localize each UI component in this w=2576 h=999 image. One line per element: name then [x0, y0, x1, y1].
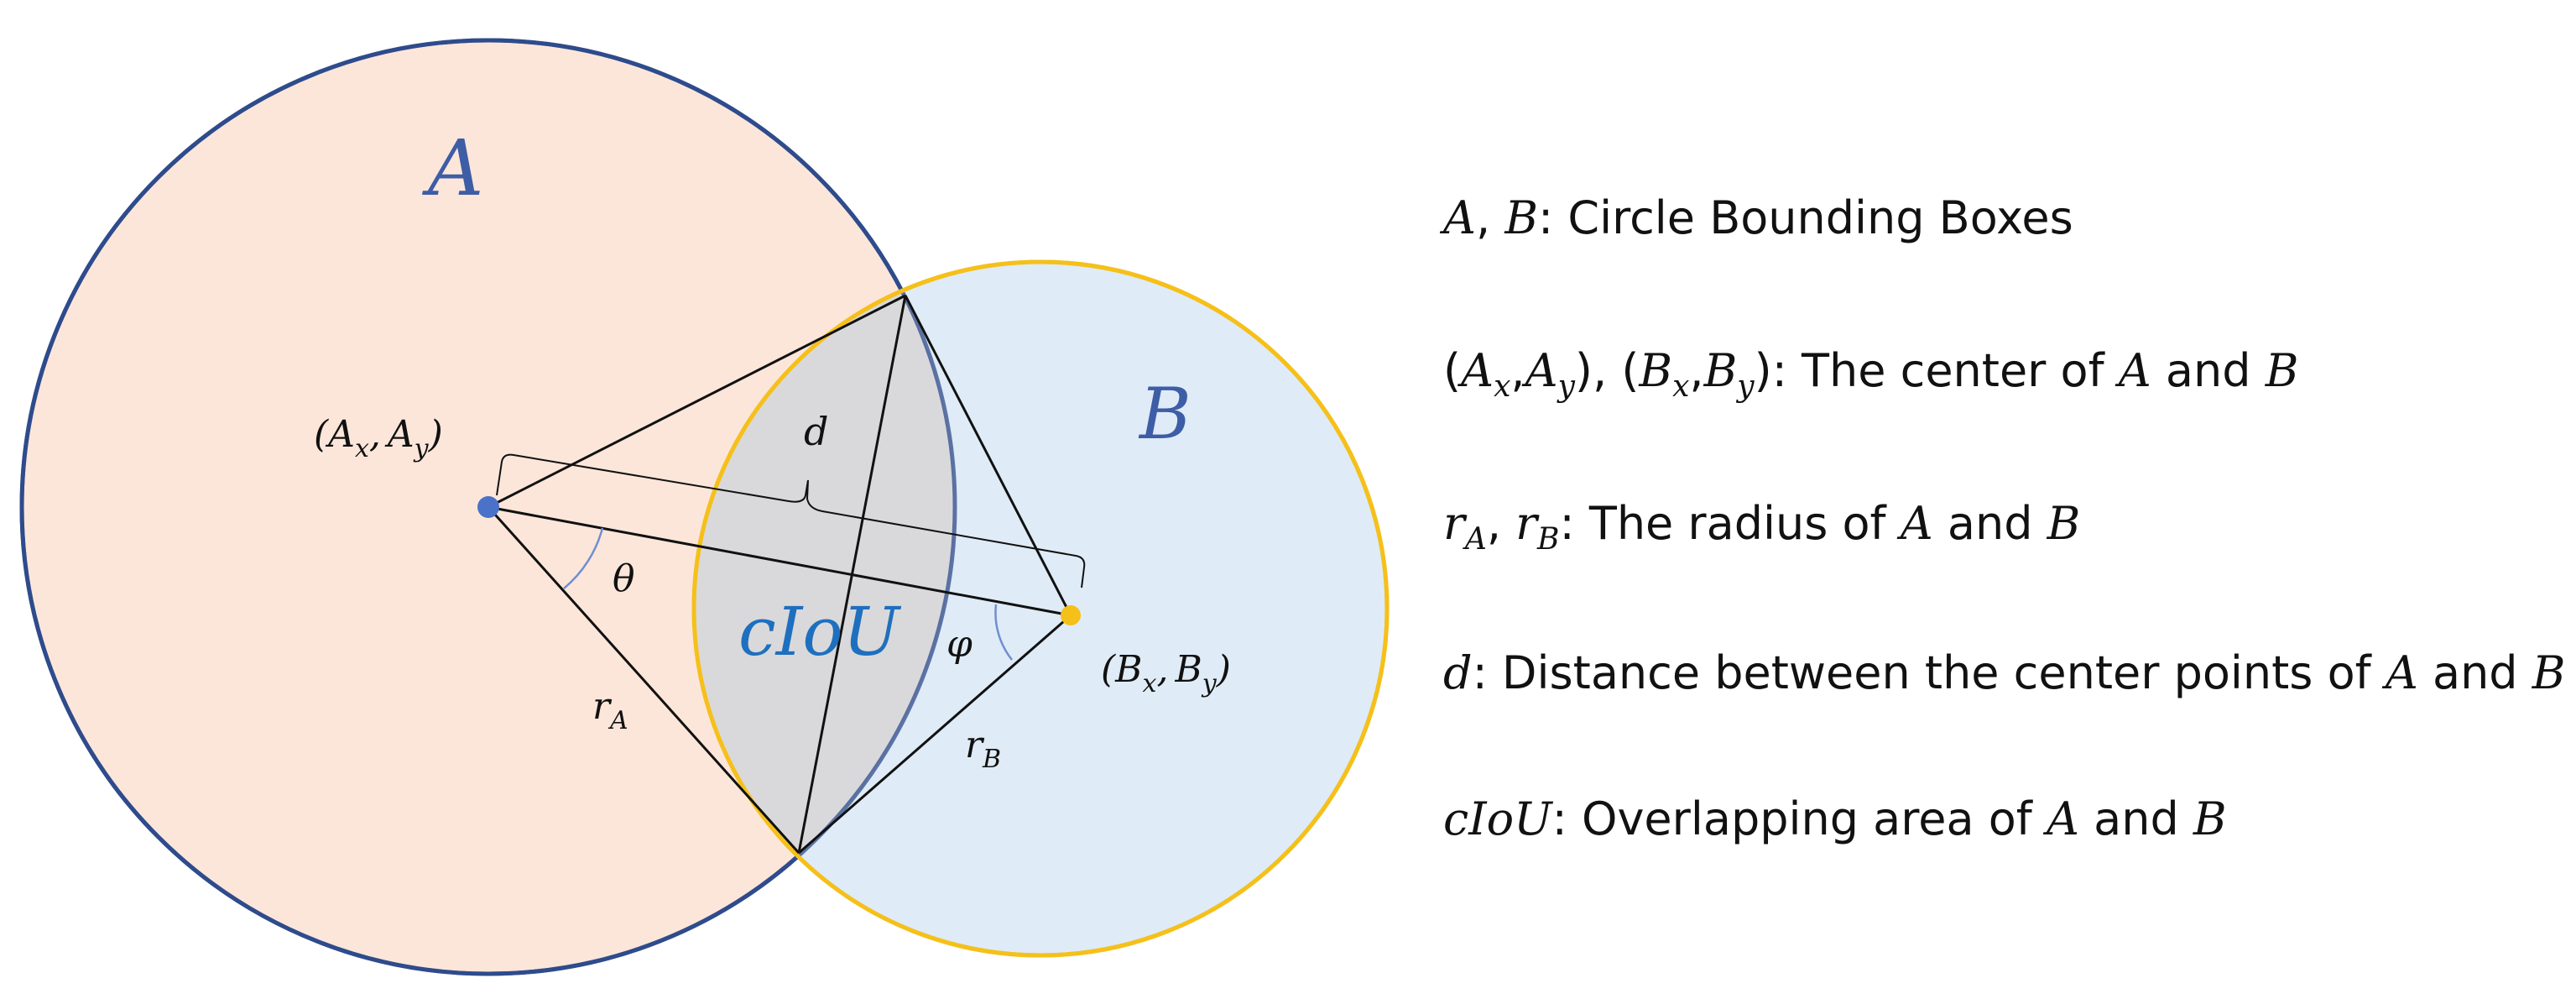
legend-row-centers: (Ax,Ay), (Bx,By): The center of A and B	[1443, 344, 2299, 404]
circle-a-inner-arc	[19, 38, 957, 976]
common-chord	[797, 295, 907, 854]
circle-b-label: B	[1138, 373, 1192, 455]
construction-lines	[487, 294, 1072, 855]
radius-a-line	[487, 505, 800, 855]
center-b-point	[1061, 605, 1081, 625]
center-b-label: (Bx,By)	[1101, 648, 1231, 698]
radius-a-label: rA	[592, 685, 628, 735]
radius-b-line	[798, 614, 1072, 855]
legend: A, B: Circle Bounding Boxes (Ax,Ay), (Bx…	[1443, 0, 2568, 999]
legend-row-boxes: A, B: Circle Bounding Boxes	[1443, 191, 2073, 244]
circle-a-label: A	[421, 123, 483, 213]
legend-row-overlap: cIoU: Overlapping area of A and B	[1443, 792, 2227, 845]
phi-angle-arc	[994, 604, 1013, 661]
line-b-to-top-intersection	[904, 295, 1072, 616]
line-a-to-top-intersection	[488, 294, 906, 509]
legend-row-distance: d: Distance between the center points of…	[1443, 646, 2566, 699]
center-line	[488, 505, 1072, 617]
distance-label: d	[804, 409, 828, 454]
center-a-label: (Ax,Ay)	[314, 413, 443, 463]
legend-row-radii: rA, rB: The radius of A and B	[1443, 497, 2081, 557]
theta-angle-arc	[563, 527, 604, 589]
radius-b-label: rB	[965, 724, 1001, 774]
circle-b-outline	[691, 259, 1390, 958]
circle-overlap-diagram: A B (Ax,Ay) (Bx,By) d θ φ rA rB cIoU	[19, 38, 1390, 976]
theta-label: θ	[613, 557, 635, 600]
overlap-label: cIoU	[738, 593, 902, 671]
phi-label: φ	[946, 623, 973, 666]
distance-brace	[496, 453, 1086, 588]
center-a-point	[477, 496, 499, 518]
